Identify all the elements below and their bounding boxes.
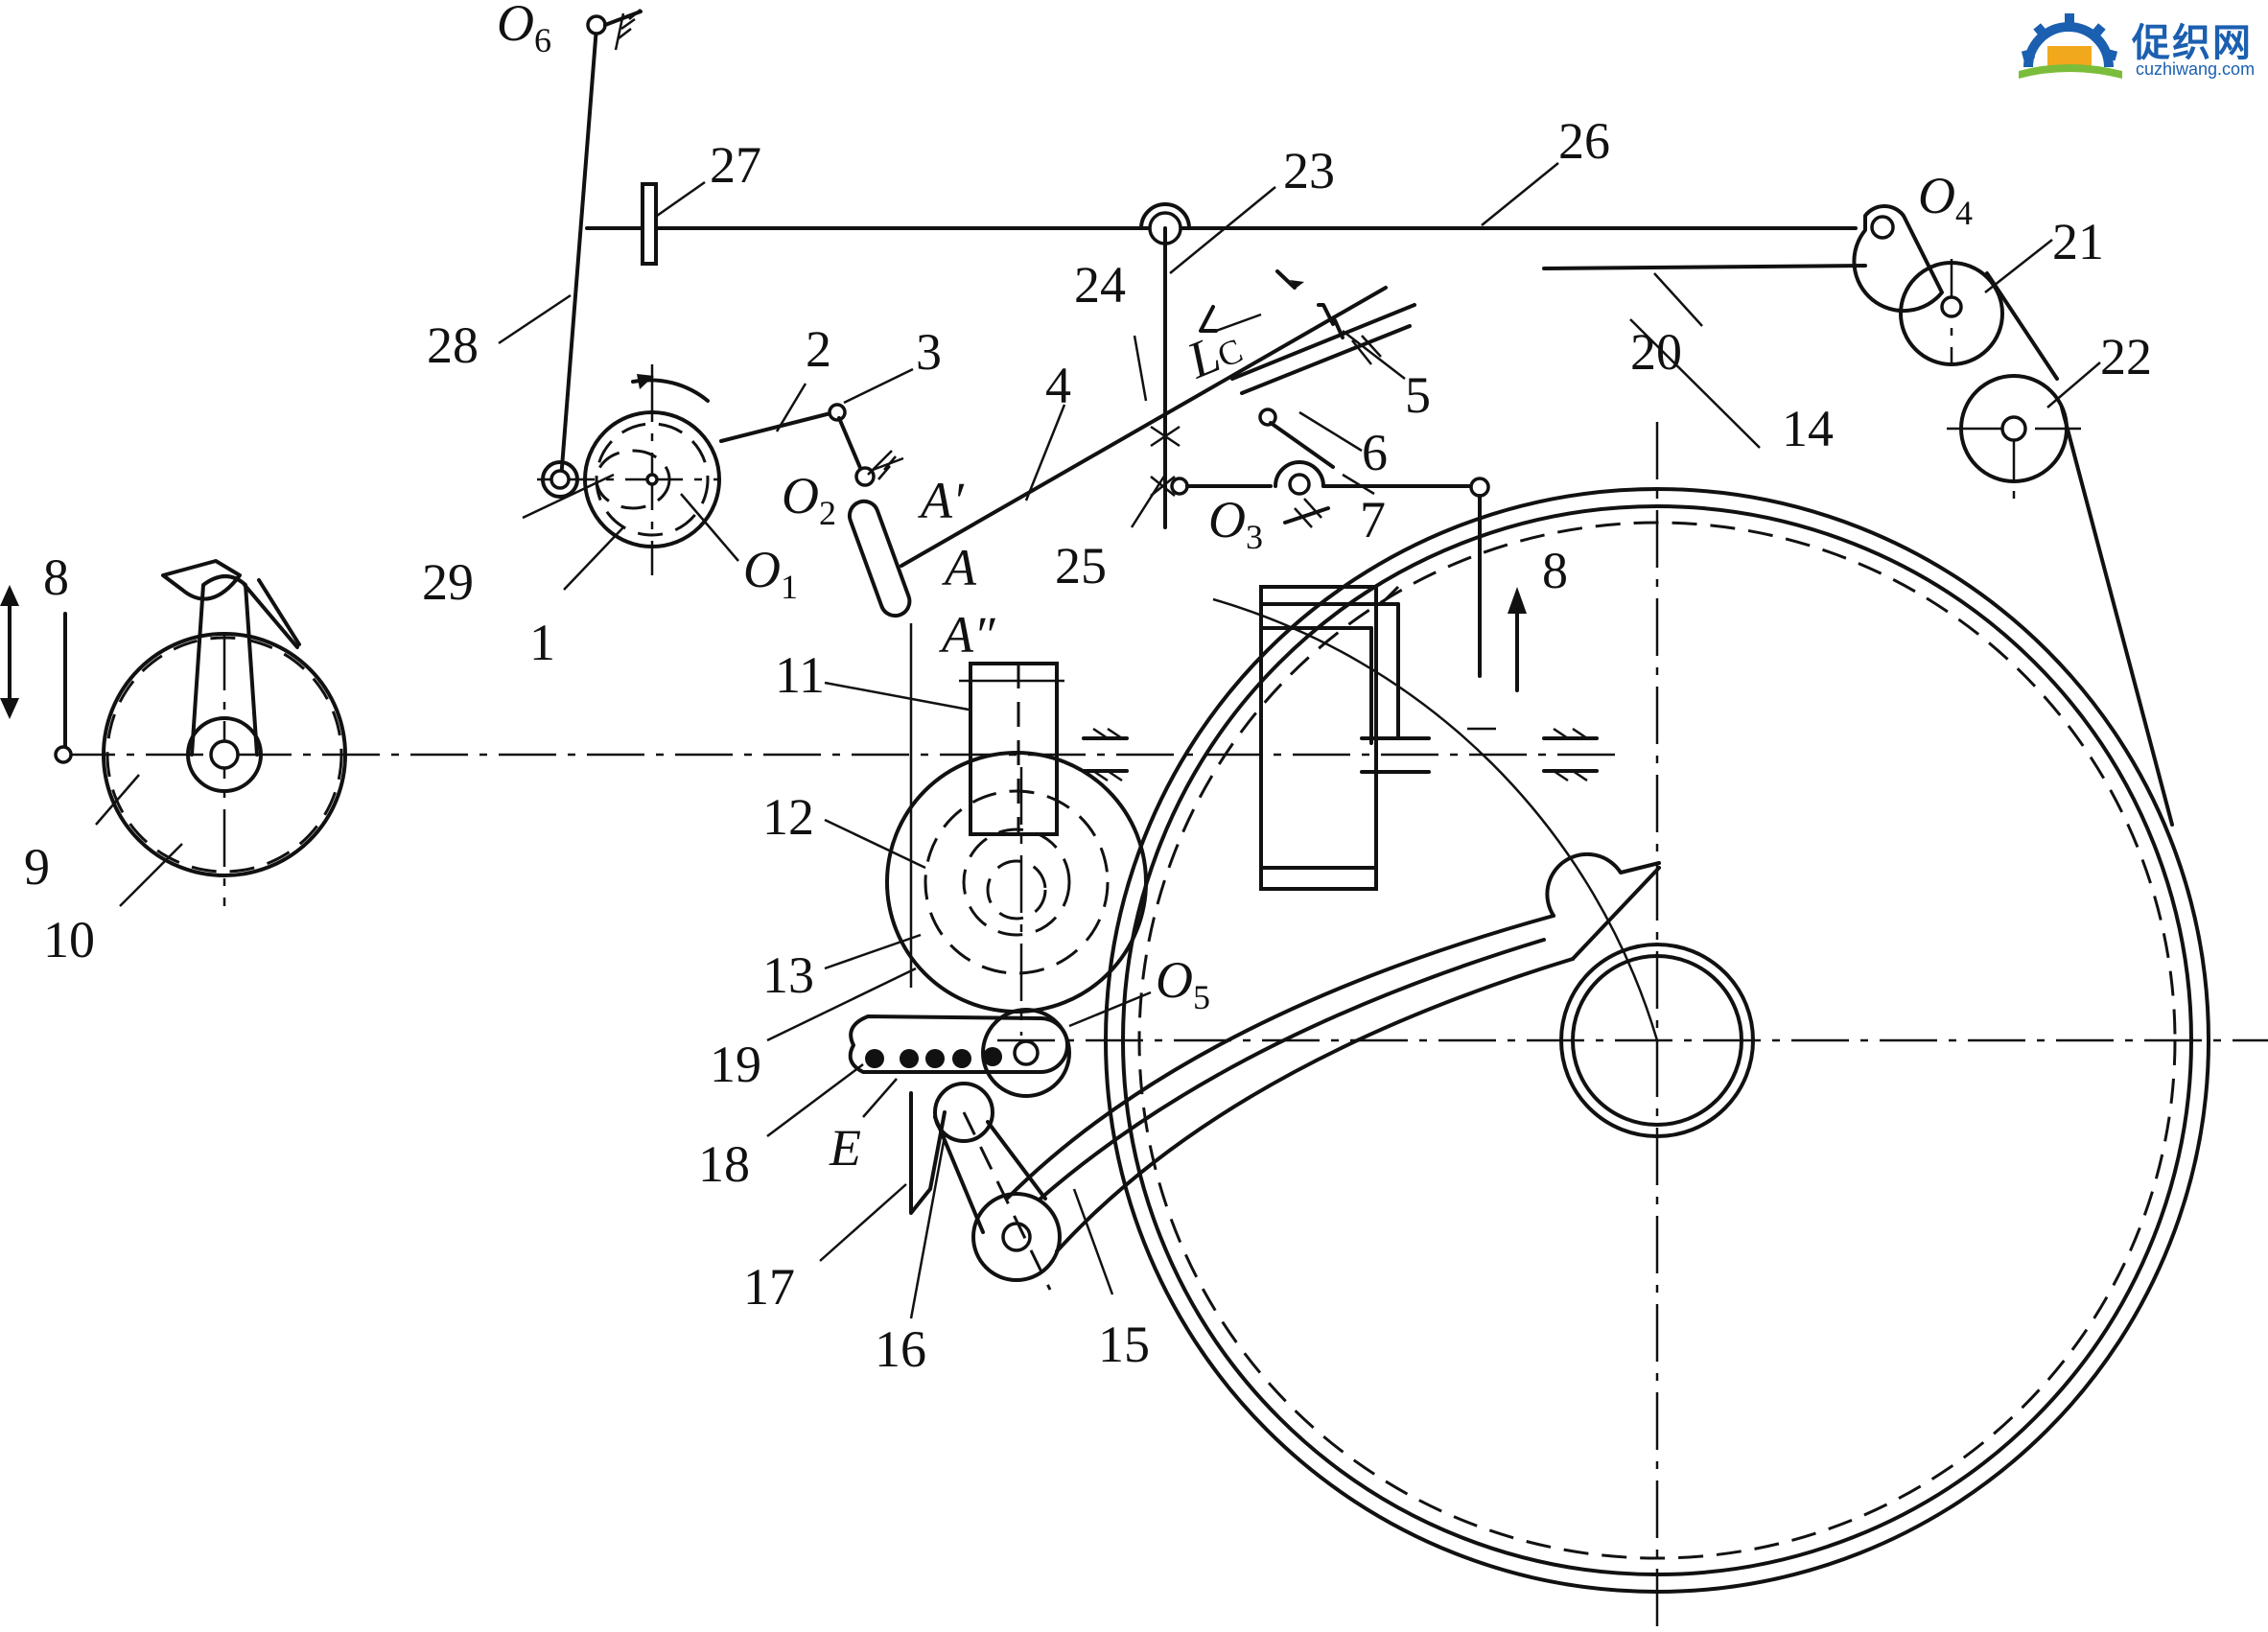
- drum-14: [1104, 487, 2210, 1594]
- label-18: 18: [698, 1135, 750, 1193]
- label-14: 14: [1782, 400, 1834, 457]
- label-A: A: [942, 539, 977, 596]
- lever-18: [848, 1008, 1071, 1098]
- roller-11-12-13: [885, 662, 1148, 1014]
- label-1: 1: [529, 614, 555, 671]
- label-8-right: 8: [1542, 542, 1568, 599]
- rod-23-24: [1150, 226, 1490, 529]
- label-7: 7: [1360, 491, 1386, 548]
- marker-27: [641, 182, 658, 266]
- label-15: 15: [1098, 1316, 1150, 1373]
- label-O4: O4: [1918, 167, 1973, 232]
- label-O6: O6: [497, 0, 551, 59]
- arrow-8-right: [1478, 494, 1527, 692]
- label-25: 25: [1055, 537, 1107, 595]
- label-16: 16: [875, 1320, 926, 1378]
- lever-5-6: [1199, 269, 1416, 469]
- roller-9-10: [0, 559, 347, 877]
- label-9: 9: [24, 838, 50, 896]
- watermark-brand: 促织网: [2132, 21, 2253, 65]
- label-10: 10: [43, 911, 95, 968]
- label-4: 4: [1045, 357, 1071, 414]
- label-O3: O3: [1208, 491, 1263, 556]
- label-O2: O2: [782, 467, 836, 532]
- label-27: 27: [710, 136, 761, 194]
- label-O1: O1: [743, 541, 798, 606]
- label-Lc: LC: [1179, 316, 1250, 389]
- watermark-logo: 促织网 cuzhiwang.com: [2009, 8, 2258, 84]
- bearings: [1082, 727, 1599, 782]
- label-A-prime: A′: [918, 472, 965, 529]
- label-22: 22: [2100, 328, 2152, 385]
- label-11: 11: [775, 646, 825, 704]
- label-21: 21: [2052, 213, 2104, 270]
- watermark-url: cuzhiwang.com: [2136, 59, 2256, 79]
- rod-28: [559, 9, 643, 481]
- label-13: 13: [762, 946, 814, 1004]
- label-29: 29: [422, 553, 474, 611]
- label-E: E: [829, 1119, 861, 1177]
- label-17: 17: [743, 1258, 795, 1316]
- label-23: 23: [1283, 142, 1335, 199]
- lever-16-15: [933, 851, 1661, 1291]
- label-O5: O5: [1156, 951, 1210, 1016]
- gearbox: [1259, 585, 1496, 891]
- link-2-3: [719, 403, 904, 487]
- lever-17: [909, 1091, 947, 1215]
- leader-lines: [95, 162, 2101, 1319]
- center-lines: [58, 259, 2268, 1630]
- pulleys-21-22: [1542, 204, 2174, 827]
- rod-26: [585, 202, 1858, 245]
- label-5: 5: [1405, 366, 1431, 424]
- label-12: 12: [762, 788, 814, 846]
- label-6: 6: [1362, 424, 1388, 481]
- label-28: 28: [427, 316, 479, 374]
- label-26: 26: [1558, 112, 1610, 170]
- cam-1: [541, 374, 721, 548]
- label-2: 2: [806, 320, 831, 378]
- label-24: 24: [1074, 256, 1126, 314]
- gear-logo-icon: [2019, 13, 2122, 79]
- label-8-left: 8: [43, 548, 69, 606]
- label-A-dprime: A″: [939, 606, 995, 664]
- label-20: 20: [1630, 323, 1682, 381]
- label-3: 3: [916, 323, 942, 381]
- label-19: 19: [710, 1036, 761, 1093]
- labels: O6 27 28 2 3 4 23 24 26 O4 21 20 22 14 L…: [24, 0, 2152, 1378]
